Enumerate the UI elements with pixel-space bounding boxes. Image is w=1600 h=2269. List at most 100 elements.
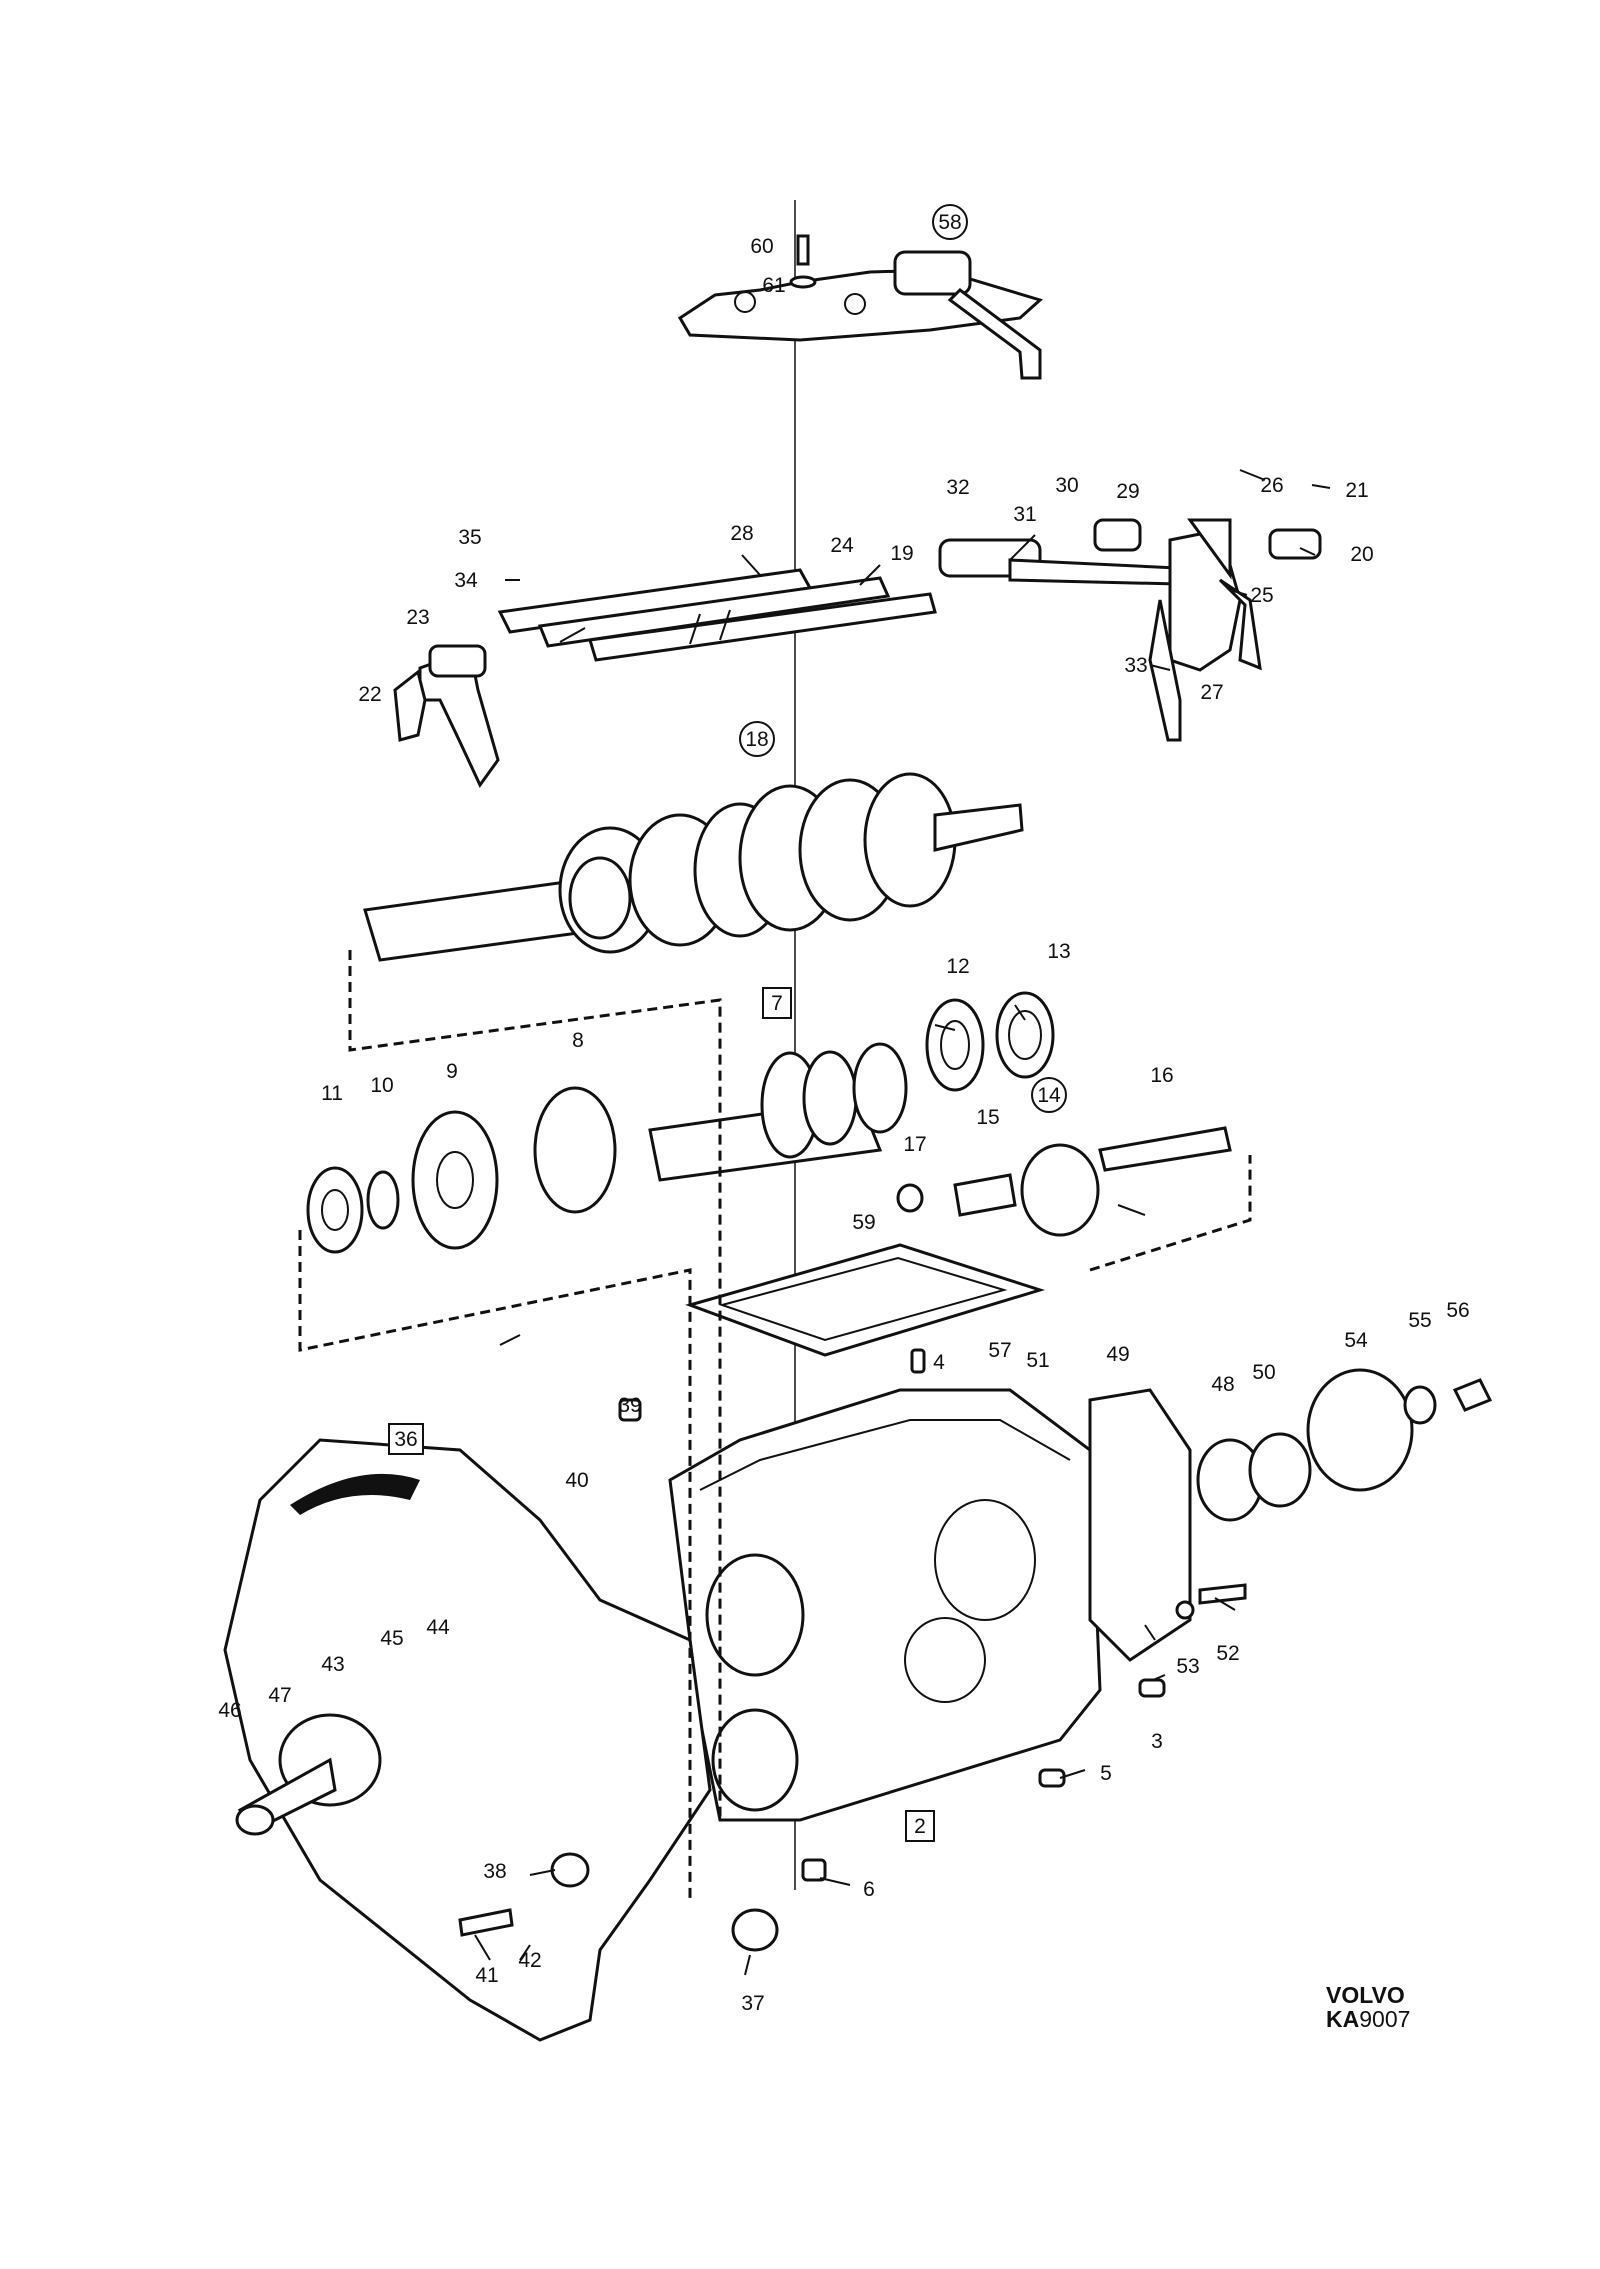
callout-label-50: 50	[1252, 1361, 1275, 1384]
mainshaft-assembly	[363, 772, 1024, 962]
callout-label-61: 61	[762, 274, 785, 297]
callout-56: 56	[1446, 1299, 1469, 1322]
manufacturer-stamp: VOLVO KA9007	[1326, 1983, 1410, 2031]
callout-11: 11	[321, 1082, 343, 1105]
callout-label-42: 42	[518, 1949, 541, 1972]
callout-label-48: 48	[1211, 1373, 1234, 1396]
callout-21: 21	[1345, 479, 1368, 502]
callout-22: 22	[358, 683, 381, 706]
callout-61: 61	[762, 274, 785, 297]
callout-54: 54	[1344, 1329, 1368, 1352]
callout-label-44: 44	[426, 1616, 450, 1639]
callout-label-2: 2	[914, 1815, 926, 1838]
callout-label-15: 15	[976, 1106, 999, 1129]
callout-6: 6	[863, 1878, 875, 1901]
callout-label-22: 22	[358, 683, 381, 706]
brand-name: VOLVO	[1326, 1982, 1405, 2008]
assembly-path-idler	[1089, 1155, 1252, 1272]
callout-label-7: 7	[771, 992, 783, 1015]
callout-label-12: 12	[946, 955, 969, 978]
callout-37: 37	[741, 1992, 764, 2015]
callout-20: 20	[1350, 543, 1373, 566]
callout-label-4: 4	[933, 1351, 945, 1374]
callout-25: 25	[1250, 584, 1273, 607]
callout-43: 43	[321, 1653, 344, 1676]
shift-rods	[497, 568, 937, 662]
callout-label-21: 21	[1345, 479, 1368, 502]
callout-4: 4	[933, 1351, 945, 1374]
callout-9: 9	[446, 1060, 458, 1083]
callout-label-9: 9	[446, 1060, 458, 1083]
callout-7: 7	[762, 987, 792, 1019]
callout-53: 53	[1176, 1655, 1199, 1678]
callout-39: 39	[618, 1394, 641, 1417]
callout-label-51: 51	[1026, 1349, 1049, 1372]
callout-label-43: 43	[321, 1653, 344, 1676]
callout-13: 13	[1047, 940, 1070, 963]
callout-label-47: 47	[268, 1684, 291, 1707]
callout-36: 36	[388, 1423, 424, 1455]
callout-label-17: 17	[903, 1133, 926, 1156]
callout-label-33: 33	[1124, 654, 1147, 677]
callout-label-29: 29	[1116, 480, 1139, 503]
callout-label-59: 59	[852, 1211, 875, 1234]
callout-label-53: 53	[1176, 1655, 1199, 1678]
callout-49: 49	[1106, 1343, 1129, 1366]
callout-label-45: 45	[380, 1627, 403, 1650]
callout-35: 35	[458, 526, 481, 549]
callout-box-2	[905, 1810, 935, 1842]
callout-label-13: 13	[1047, 940, 1070, 963]
callout-label-56: 56	[1446, 1299, 1469, 1322]
callout-label-26: 26	[1260, 474, 1283, 497]
callout-circle-14	[1031, 1077, 1067, 1113]
assembly-path-mainshaft	[348, 950, 722, 1820]
callout-label-40: 40	[565, 1469, 588, 1492]
callout-label-38: 38	[483, 1860, 506, 1883]
callout-label-57: 57	[988, 1339, 1011, 1362]
callout-label-25: 25	[1250, 584, 1273, 607]
callout-label-3: 3	[1151, 1730, 1163, 1753]
callout-label-55: 55	[1408, 1309, 1431, 1332]
callout-label-37: 37	[741, 1992, 764, 2015]
shift-fork-left	[393, 644, 500, 788]
callout-29: 29	[1116, 480, 1139, 503]
callout-label-58: 58	[938, 211, 961, 234]
code-number: 9007	[1359, 2006, 1411, 2032]
callout-label-39: 39	[618, 1394, 641, 1417]
callout-16: 16	[1150, 1064, 1173, 1087]
leader-lines	[474, 469, 1331, 1976]
diagram-code: KA9007	[1326, 2007, 1410, 2031]
bell-housing	[223, 1438, 712, 2042]
countershaft-assembly	[306, 991, 1055, 1254]
callout-box-7	[762, 987, 792, 1019]
callout-label-35: 35	[458, 526, 481, 549]
callout-45: 45	[380, 1627, 403, 1650]
callout-47: 47	[268, 1684, 291, 1707]
callout-label-16: 16	[1150, 1064, 1173, 1087]
callout-label-30: 30	[1055, 474, 1078, 497]
callout-label-54: 54	[1344, 1329, 1368, 1352]
assembly-path-countershaft	[298, 1230, 692, 1900]
callout-23: 23	[406, 606, 429, 629]
callout-48: 48	[1211, 1373, 1234, 1396]
callout-33: 33	[1124, 654, 1147, 677]
reverse-idler-assembly	[896, 1126, 1232, 1237]
callout-label-46: 46	[218, 1699, 241, 1722]
callout-label-36: 36	[394, 1428, 417, 1451]
callout-59: 59	[852, 1211, 875, 1234]
callout-label-19: 19	[890, 542, 913, 565]
callout-label-34: 34	[454, 569, 478, 592]
callout-57: 57	[988, 1339, 1011, 1362]
callout-box-36	[388, 1423, 424, 1455]
callout-19: 19	[890, 542, 913, 565]
callout-18: 18	[739, 721, 775, 757]
callout-27: 27	[1200, 681, 1223, 704]
callout-label-27: 27	[1200, 681, 1223, 704]
callout-31: 31	[1013, 503, 1036, 526]
callout-label-49: 49	[1106, 1343, 1129, 1366]
callout-40: 40	[565, 1469, 588, 1492]
callout-circle-58	[932, 204, 968, 240]
callout-label-32: 32	[946, 476, 969, 499]
